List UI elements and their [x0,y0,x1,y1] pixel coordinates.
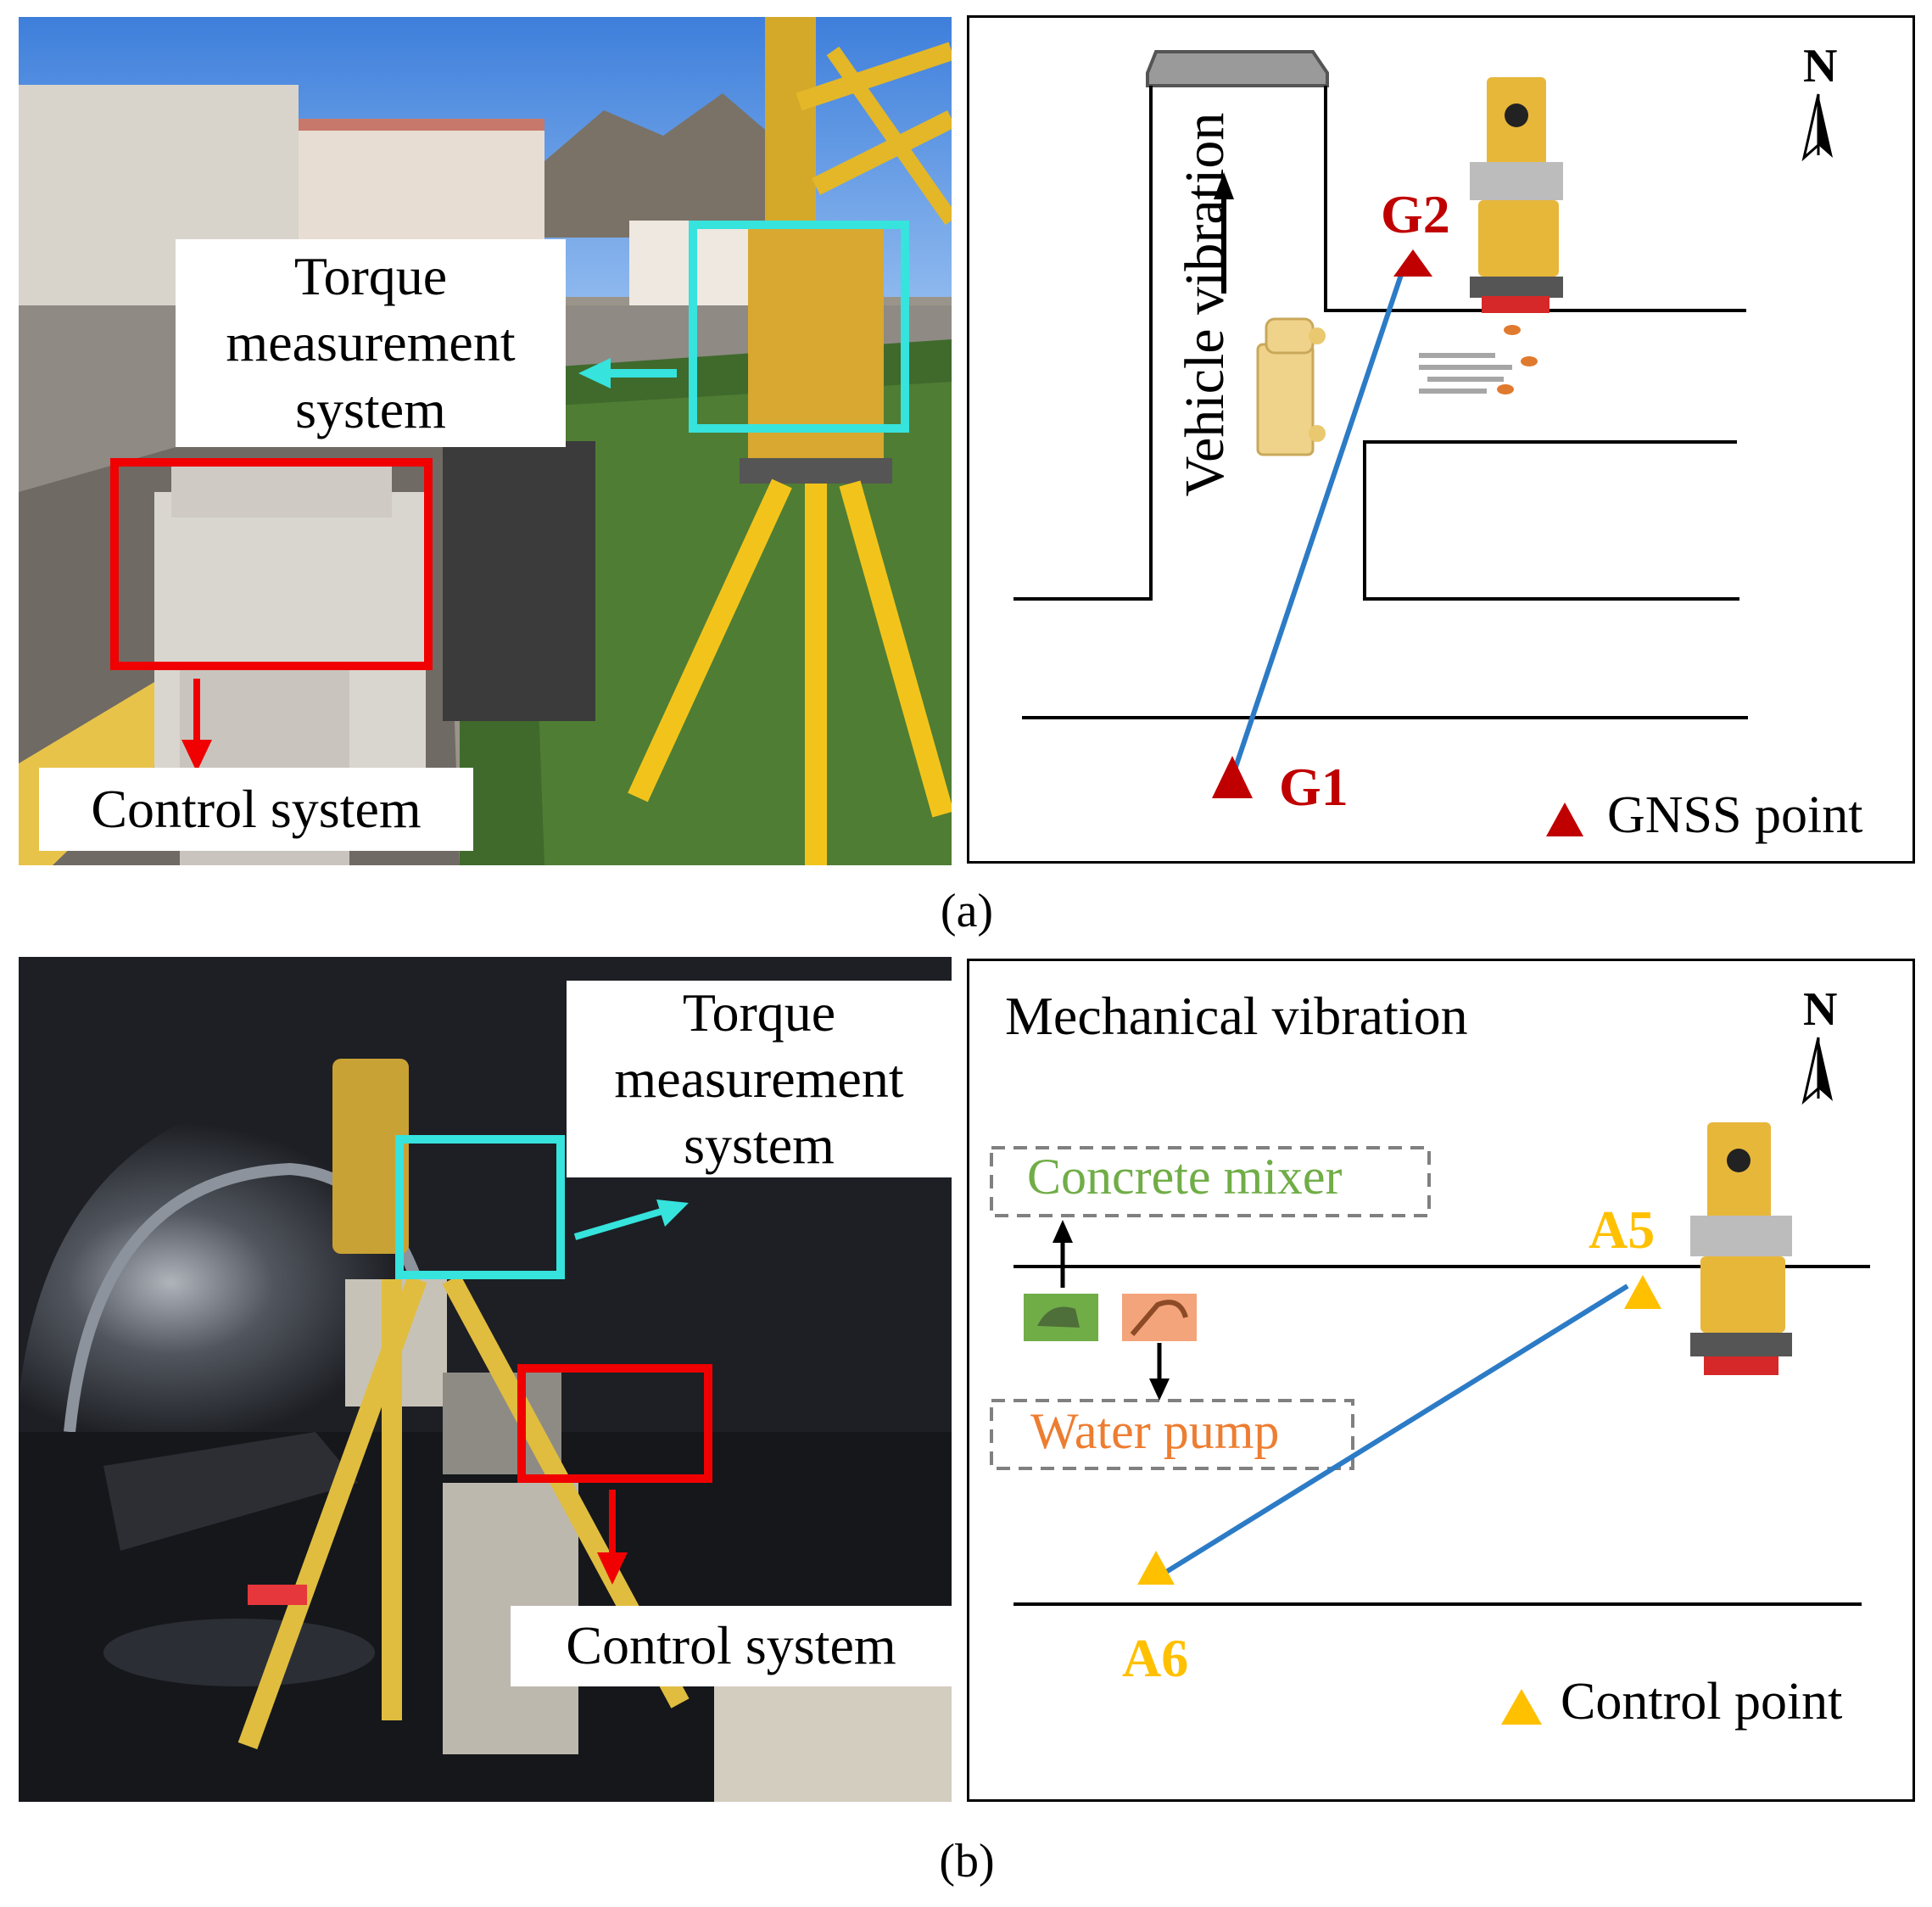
g1-label: G1 [1279,757,1348,817]
g1-marker-icon [1212,756,1253,798]
north-arrow-left-half [1801,93,1820,162]
a6-label: A6 [1122,1628,1189,1688]
north-arrow-left-half [1801,1037,1820,1105]
control-system-label: Control system [39,768,473,851]
gnss-baseline [1230,271,1404,778]
control-system-label: Control system [511,1606,952,1686]
photo-a-arrows [181,358,677,772]
torque-label-line-3: system [684,1115,835,1176]
pump-arrowhead [1149,1379,1170,1401]
torque-system-highlight-box [689,221,909,433]
torque-system-highlight-box [395,1135,565,1279]
control-arrowhead [597,1552,628,1585]
control-system-highlight-box [517,1364,712,1483]
g2-marker-icon [1393,249,1432,277]
north-arrow-right-half [1818,94,1833,158]
control-baseline [1164,1283,1629,1574]
a6-marker-icon [1137,1551,1175,1585]
torque-arrow [573,1208,663,1240]
g2-label: G2 [1381,184,1450,244]
map-b-drawing [990,1037,1870,1725]
torque-label-line-3: system [295,378,446,439]
north-label: N [1803,983,1838,1036]
control-system-highlight-box [110,458,433,670]
road-edge-top-right [1324,86,1746,312]
control-arrowhead [181,740,212,772]
side-street [1363,440,1739,601]
water-pump-label: Water pump [1030,1403,1280,1459]
tunnel-portal [1146,50,1329,87]
water-pump-box [990,1399,1354,1470]
truck-icon [1256,317,1326,456]
traffic-arrowhead [1214,172,1234,199]
torque-label-line-1: Torque [293,246,448,307]
torque-arrowhead [578,358,611,389]
a5-label: A5 [1589,1200,1656,1260]
control-legend-icon [1501,1689,1542,1725]
wind-icon [1419,325,1538,394]
mechanical-vibration-title: Mechanical vibration [1005,986,1468,1046]
total-station-icon [1690,1122,1792,1375]
torque-label-line-2: measurement [614,1048,904,1109]
concrete-mixer-box [990,1146,1431,1217]
total-station-icon [1470,77,1563,313]
vehicle-vibration-label: Vehicle vibration [1174,112,1236,497]
map-a-drawing [1013,50,1833,836]
north-label: N [1803,40,1838,92]
gnss-legend-icon [1546,803,1583,836]
photo-b-tunnel-station: Torque measurement system Control system [19,957,952,1802]
torque-arrowhead [656,1200,689,1227]
north-arrow-right-half [1818,1037,1833,1101]
photo-b-arrows [573,1200,689,1585]
concrete-mixer-label: Concrete mixer [1027,1149,1343,1205]
caption-b: (b) [939,1835,995,1887]
photo-a-outdoor-station: Torque measurement system Control system [19,17,952,865]
map-a-gnss-layout: N Vehicle vibration G1 G2 GNSS point [967,15,1915,864]
road-edge-left [1013,86,1153,601]
torque-label-line-2: measurement [226,312,516,373]
gnss-legend-label: GNSS point [1607,786,1863,844]
control-point-legend-label: Control point [1561,1673,1843,1731]
mixer-arrowhead [1053,1220,1073,1243]
a5-marker-icon [1624,1275,1661,1309]
caption-a: (a) [940,885,994,937]
torque-measurement-label: Torque measurement system [567,981,952,1177]
torque-measurement-label: Torque measurement system [176,239,566,447]
torque-label-line-1: Torque [682,981,836,1043]
map-b-control-layout: N Mechanical vibration Concrete mixer Wa… [967,959,1915,1802]
